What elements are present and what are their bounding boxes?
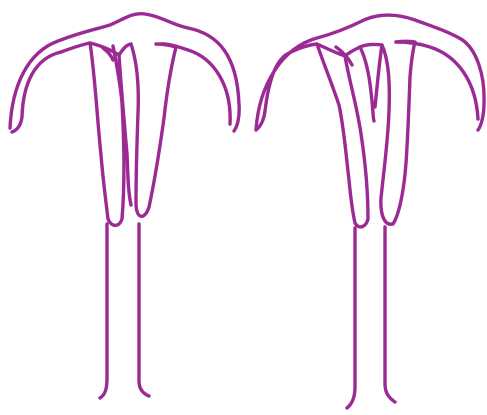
right-uterus-outline [256,15,484,408]
left-uterus-outline [10,14,239,398]
right-inner-body [289,41,415,227]
